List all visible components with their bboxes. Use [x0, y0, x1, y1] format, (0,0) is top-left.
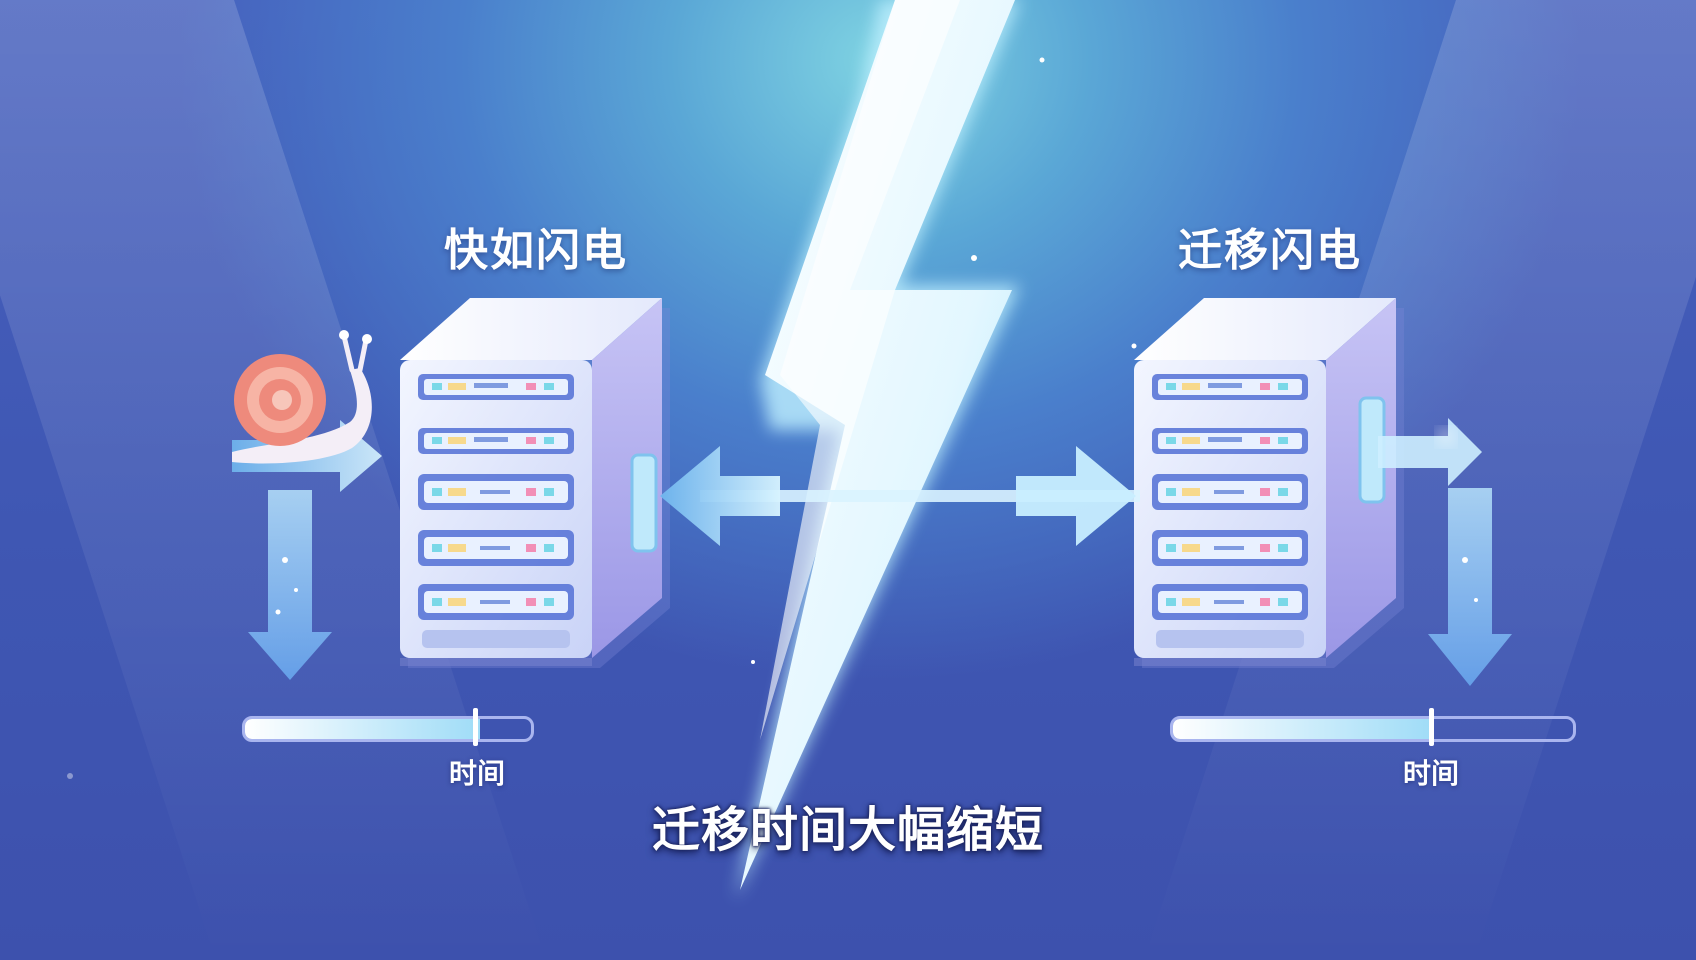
- left-panel-title: 快如闪电: [444, 225, 628, 276]
- right-time-label: 时间: [1403, 757, 1460, 790]
- snail-icon: [232, 330, 372, 464]
- left-timeline: [242, 716, 534, 742]
- arrow-down-icon: [1428, 488, 1512, 686]
- arrow-right-icon: [1378, 418, 1482, 486]
- sparkle-icon: [67, 57, 1137, 779]
- left-time-label: 时间: [449, 757, 506, 790]
- right-timeline-marker: [1429, 708, 1434, 746]
- right-timeline: [1170, 716, 1576, 742]
- left-timeline-marker: [473, 708, 478, 746]
- server-icon: [400, 298, 670, 668]
- right-panel-title: 迁移闪电: [1178, 225, 1362, 276]
- arrow-down-icon: [248, 490, 332, 680]
- caption: 迁移时间大幅缩短: [651, 802, 1044, 858]
- left-timeline-fill: [245, 719, 480, 739]
- lightning-bolt-icon: [735, 0, 1020, 900]
- double-arrow-icon: [660, 446, 1140, 546]
- right-timeline-fill: [1173, 719, 1433, 739]
- port-icon: [630, 453, 658, 553]
